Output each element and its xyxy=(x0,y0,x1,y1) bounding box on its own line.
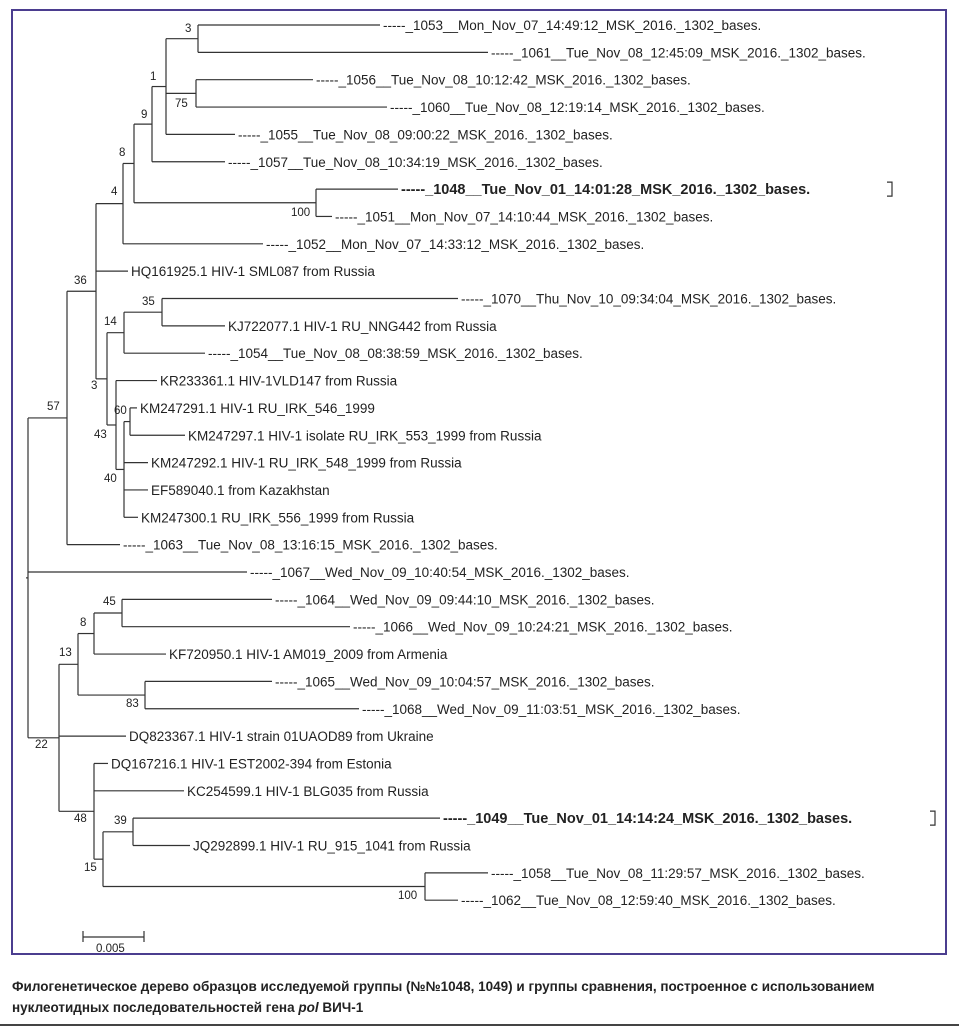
bootstrap-value: 83 xyxy=(126,698,139,710)
leaf-label: KM247300.1 RU_IRK_556_1999 from Russia xyxy=(141,510,415,525)
tree-branches xyxy=(26,24,488,901)
leaf-label: -----_1060__Tue_Nov_08_12:19:14_MSK_2016… xyxy=(390,100,765,115)
leaf-label: -----_1068__Wed_Nov_09_11:03:51_MSK_2016… xyxy=(362,702,741,717)
leaf-label: -----_1051__Mon_Nov_07_14:10:44_MSK_2016… xyxy=(335,209,713,224)
leaf-label: KF720950.1 HIV-1 AM019_2009 from Armenia xyxy=(169,647,448,662)
bootstrap-value: 45 xyxy=(103,596,116,608)
bootstrap-value: 4 xyxy=(111,186,118,198)
leaf-label: -----_1055__Tue_Nov_08_09:00:22_MSK_2016… xyxy=(238,127,613,142)
leaf-label: -----_1063__Tue_Nov_08_13:16:15_MSK_2016… xyxy=(123,538,498,553)
leaf-label: -----_1062__Tue_Nov_08_12:59:40_MSK_2016… xyxy=(461,893,836,908)
leaf-label: -----_1066__Wed_Nov_09_10:24:21_MSK_2016… xyxy=(353,620,733,635)
bootstrap-value: 57 xyxy=(47,401,60,413)
leaf-label: DQ823367.1 HIV-1 strain 01UAOD89 from Uk… xyxy=(129,729,434,744)
scale-bar: 0.005 xyxy=(82,931,145,955)
figure-caption: Филогенетическое дерево образцов исследу… xyxy=(12,976,947,1018)
bootstrap-value: 1 xyxy=(150,71,156,83)
leaf-label: HQ161925.1 HIV-1 SML087 from Russia xyxy=(131,264,375,279)
leaf-label: KJ722077.1 HIV-1 RU_NNG442 from Russia xyxy=(228,319,497,334)
bootstrap-value: 15 xyxy=(84,862,97,874)
caption-suffix: ВИЧ-1 xyxy=(318,1000,364,1015)
bootstrap-value: 36 xyxy=(74,275,87,287)
bootstrap-value: 40 xyxy=(104,473,117,485)
bootstrap-values: 3 75 1 9 100 8 4 35 14 60 40 43 3 36 57 45 8 83 13 39 100 15 4… xyxy=(35,23,417,902)
highlight-bracket xyxy=(930,810,936,826)
bootstrap-value: 60 xyxy=(114,405,127,417)
leaf-label: KM247292.1 HIV-1 RU_IRK_548_1999 from Ru… xyxy=(151,456,462,471)
bootstrap-value: 100 xyxy=(291,207,310,219)
leaf-label: KR233361.1 HIV-1VLD147 from Russia xyxy=(160,374,398,389)
bootstrap-value: 9 xyxy=(141,109,147,121)
leaf-labels: -----_1053__Mon_Nov_07_14:49:12_MSK_2016… xyxy=(111,18,866,908)
leaf-label: KC254599.1 HIV-1 BLG035 from Russia xyxy=(187,784,429,799)
bootstrap-value: 22 xyxy=(35,739,48,751)
leaf-label: EF589040.1 from Kazakhstan xyxy=(151,483,330,498)
leaf-label: -----_1061__Tue_Nov_08_12:45:09_MSK_2016… xyxy=(491,45,866,60)
leaf-label: -----_1049__Tue_Nov_01_14:14:24_MSK_2016… xyxy=(443,811,852,827)
leaf-label: -----_1067__Wed_Nov_09_10:40:54_MSK_2016… xyxy=(250,565,630,580)
leaf-label: KM247291.1 HIV-1 RU_IRK_546_1999 xyxy=(140,401,375,416)
leaf-label: DQ167216.1 HIV-1 EST2002-394 from Estoni… xyxy=(111,756,392,771)
caption-text: Филогенетическое дерево образцов исследу… xyxy=(12,979,875,1015)
bootstrap-value: 75 xyxy=(175,98,188,110)
leaf-label: JQ292899.1 HIV-1 RU_915_1041 from Russia xyxy=(193,839,471,854)
phylogenetic-tree: -----_1053__Mon_Nov_07_14:49:12_MSK_2016… xyxy=(26,18,936,955)
bootstrap-value: 8 xyxy=(80,617,86,629)
bootstrap-value: 13 xyxy=(59,647,72,659)
scale-bar-label: 0.005 xyxy=(96,943,125,955)
leaf-label: -----_1048__Tue_Nov_01_14:01:28_MSK_2016… xyxy=(401,182,810,198)
bootstrap-value: 14 xyxy=(104,316,117,328)
leaf-label: -----_1053__Mon_Nov_07_14:49:12_MSK_2016… xyxy=(383,18,761,33)
highlight-brackets xyxy=(887,181,936,826)
leaf-label: KM247297.1 HIV-1 isolate RU_IRK_553_1999… xyxy=(188,428,542,443)
leaf-label: -----_1057__Tue_Nov_08_10:34:19_MSK_2016… xyxy=(228,155,603,170)
bootstrap-value: 8 xyxy=(119,147,125,159)
bottom-rule xyxy=(0,1024,959,1026)
bootstrap-value: 35 xyxy=(142,296,155,308)
leaf-label: -----_1052__Mon_Nov_07_14:33:12_MSK_2016… xyxy=(266,237,644,252)
bootstrap-value: 100 xyxy=(398,890,417,902)
leaf-label: -----_1058__Tue_Nov_08_11:29:57_MSK_2016… xyxy=(491,866,865,881)
leaf-label: -----_1070__Thu_Nov_10_09:34:04_MSK_2016… xyxy=(461,292,836,307)
bootstrap-value: 3 xyxy=(185,23,191,35)
caption-gene-name: pol xyxy=(298,1000,319,1015)
highlight-bracket xyxy=(887,181,893,197)
scale-bar-line xyxy=(82,931,145,942)
leaf-label: -----_1054__Tue_Nov_08_08:38:59_MSK_2016… xyxy=(208,346,583,361)
figure-frame xyxy=(11,9,947,955)
bootstrap-value: 3 xyxy=(91,380,97,392)
leaf-label: -----_1064__Wed_Nov_09_09:44:10_MSK_2016… xyxy=(275,592,655,607)
leaf-label: -----_1056__Tue_Nov_08_10:12:42_MSK_2016… xyxy=(316,73,691,88)
bootstrap-value: 43 xyxy=(94,429,107,441)
leaf-label: -----_1065__Wed_Nov_09_10:04:57_MSK_2016… xyxy=(275,674,655,689)
bootstrap-value: 48 xyxy=(74,813,87,825)
bootstrap-value: 39 xyxy=(114,815,127,827)
